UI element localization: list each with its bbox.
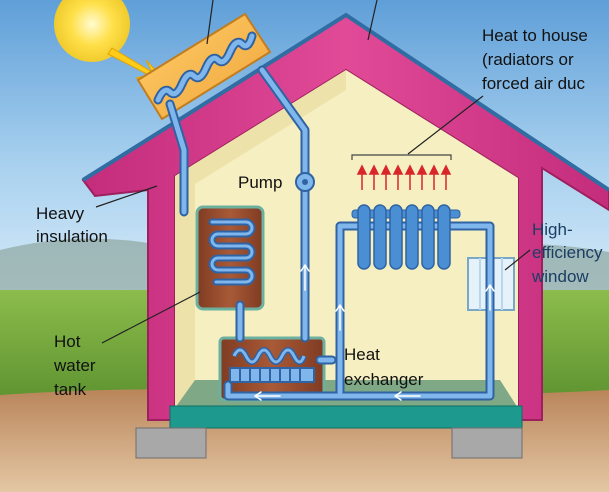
pump-label: Pump — [238, 173, 283, 192]
interior-shadow — [175, 70, 346, 410]
radiator — [351, 204, 461, 270]
insulation-label-line2: insulation — [36, 227, 108, 246]
exchanger-label-line1: Heat — [344, 345, 380, 364]
heat-to-house-label-line1: Heat to house — [482, 26, 588, 45]
window-label-line2: efficiency — [532, 243, 603, 262]
tank-label-line3: tank — [54, 380, 87, 399]
heat-exchanger-unit — [218, 336, 326, 402]
sun-icon — [54, 0, 130, 62]
roof-edge — [81, 12, 609, 192]
leader-lines — [95, 0, 531, 344]
heat-to-house-label-line2: (radiators or — [482, 50, 574, 69]
solar-collector-panel — [136, 12, 272, 121]
tank-label-line1: Hot — [54, 332, 81, 351]
exchanger-label-line2: exchanger — [344, 370, 424, 389]
window-label-line3: window — [532, 267, 589, 286]
heat-rising-arrows — [351, 154, 452, 190]
heat-to-house-label-line3: forced air duc — [482, 74, 585, 93]
foundation-left — [135, 427, 207, 459]
insulation-label-line1: Heavy — [36, 204, 85, 223]
tank-label-line2: water — [54, 356, 96, 375]
floor-slab — [169, 405, 523, 429]
piping-loop — [165, 65, 495, 401]
foundation-right — [451, 427, 523, 459]
hot-water-tank — [195, 205, 265, 311]
pump-icon — [295, 172, 315, 192]
window-label-line1: High- — [532, 220, 573, 239]
